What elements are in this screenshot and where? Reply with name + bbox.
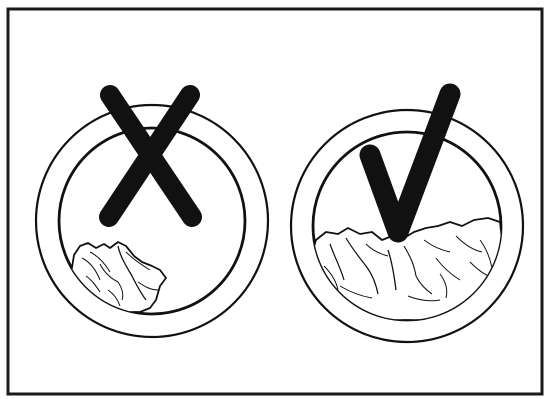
diagram-stage [0,0,550,399]
drum-load-diagram [0,0,550,399]
